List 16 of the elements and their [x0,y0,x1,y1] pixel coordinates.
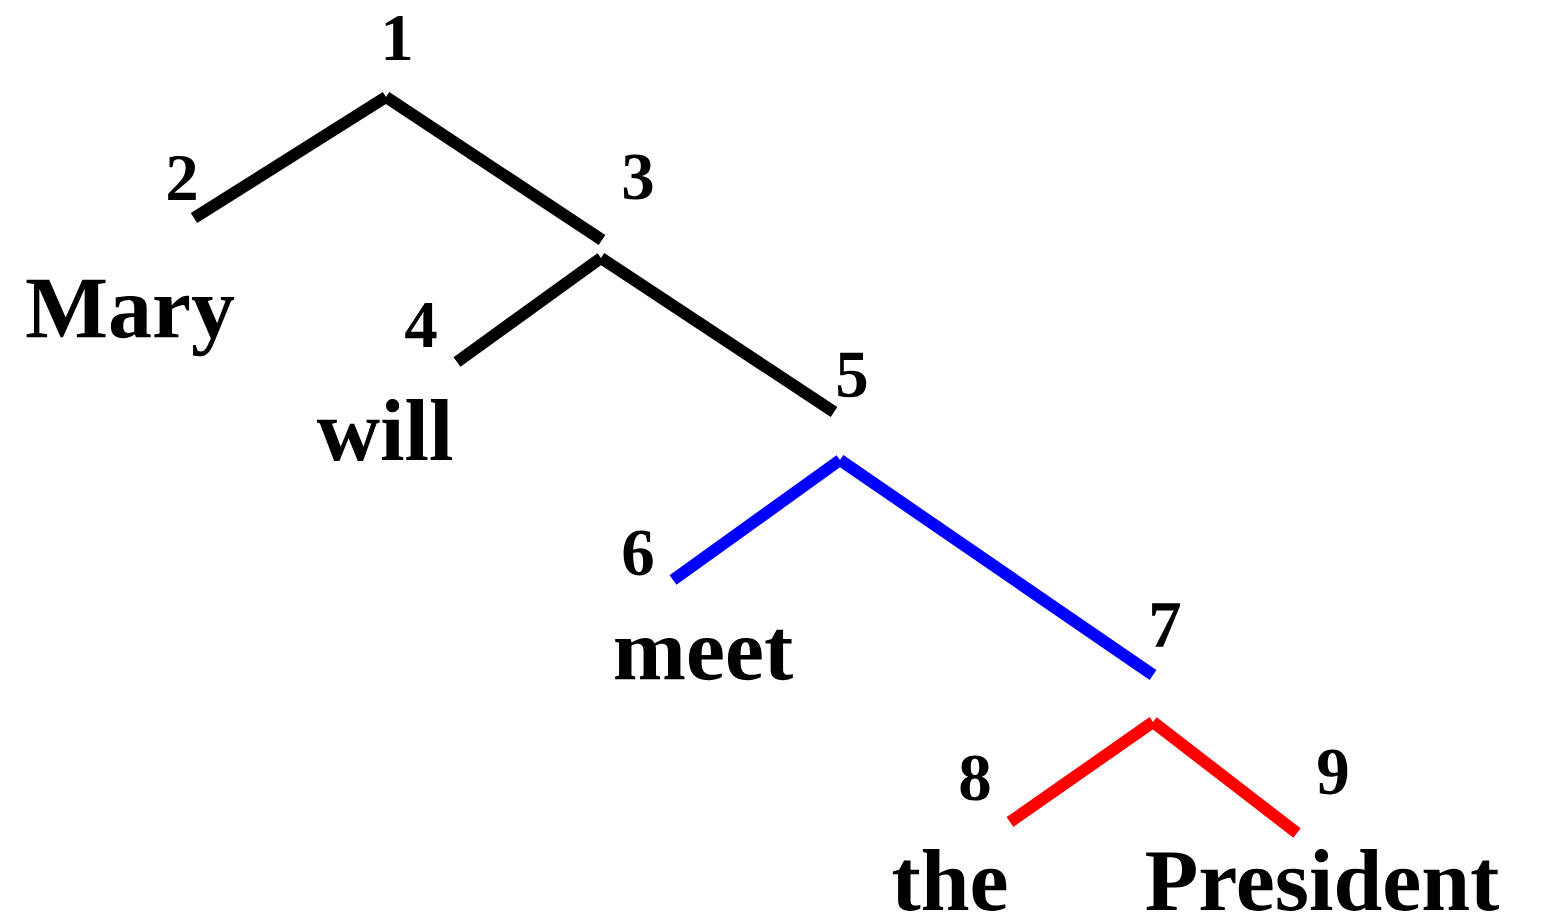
word-label: meet [615,629,793,681]
node-number: 8 [960,755,990,801]
node-number: 2 [168,155,196,201]
node-number: 9 [1318,749,1348,795]
word-label: will [316,399,452,461]
node-number: 4 [405,303,437,347]
tree-branch [1149,717,1301,838]
tree-branch [836,455,1157,680]
node-number: 3 [623,154,653,200]
node-number: 5 [837,352,867,398]
word-label: President [1146,849,1499,911]
node-number: 1 [385,16,411,61]
word-label: Mary [26,279,235,357]
word-label: the [892,849,1007,911]
node-number: 6 [623,530,653,576]
node-number: 7 [1152,603,1181,647]
